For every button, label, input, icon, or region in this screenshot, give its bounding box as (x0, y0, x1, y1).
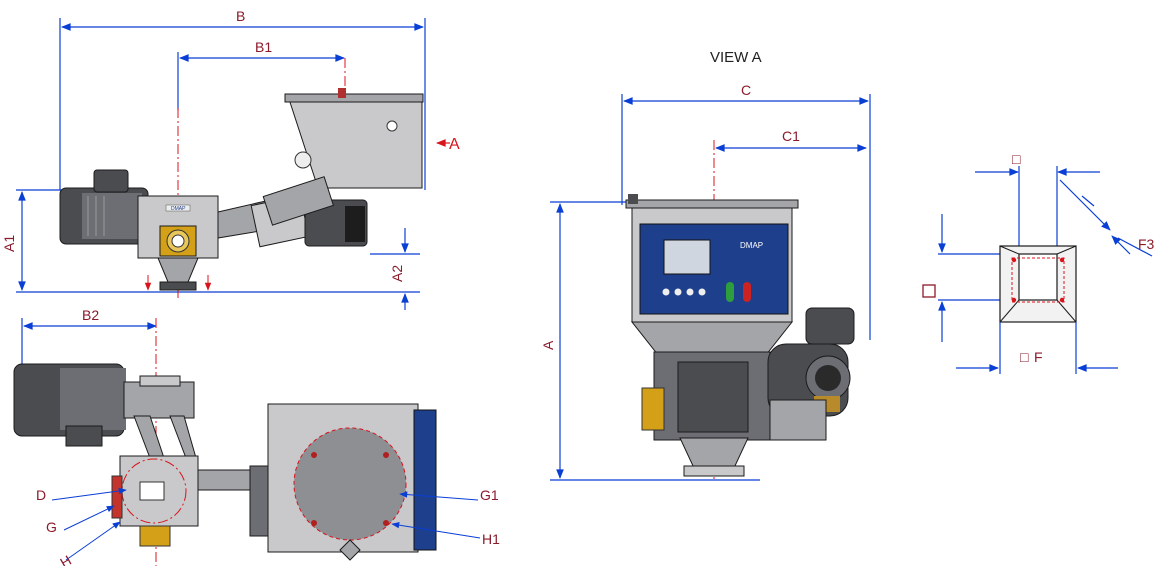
dimension-a1-label: A1 (1, 235, 17, 252)
dimension-b1-label: B1 (255, 39, 272, 55)
view-a-title: VIEW A (710, 49, 762, 66)
dimension-b-label: B (236, 8, 245, 24)
callout-d-label: D (36, 487, 46, 503)
svg-text:DMAP: DMAP (171, 206, 186, 212)
callout-h-label: H (57, 552, 74, 566)
top-view: B2 D G H G1 (13, 307, 500, 566)
dimension-c1-label: C1 (782, 128, 800, 144)
front-view: VIEW A C C1 A DMAP (540, 49, 871, 481)
callout-g-label: G (46, 519, 57, 535)
callout-h1-label: H1 (482, 531, 500, 547)
svg-text:□: □ (1012, 151, 1021, 167)
start-switch (726, 282, 734, 302)
view-arrow-label: A (449, 136, 460, 153)
motor-junction-box (93, 169, 129, 193)
dimension-b2-label: B2 (82, 307, 99, 323)
flange-detail: □ F3 □ F (922, 151, 1155, 374)
dimension-a-label: A (540, 340, 556, 350)
side-view: B B1 A1 A2 DMAP (1, 8, 460, 310)
flange-opening (1018, 253, 1058, 301)
callout-g1-label: G1 (480, 487, 499, 503)
svg-text:DMAP: DMAP (740, 241, 763, 250)
dimension-f-label: F (1034, 349, 1043, 365)
hopper (287, 95, 423, 189)
display-screen (663, 239, 711, 275)
dimension-a2-label: A2 (389, 265, 405, 282)
control-panel (639, 223, 789, 315)
dimension-f3-label: F3 (1138, 236, 1155, 252)
stop-switch (743, 282, 751, 302)
svg-text:□: □ (1020, 349, 1029, 365)
dimension-c-label: C (741, 82, 751, 98)
